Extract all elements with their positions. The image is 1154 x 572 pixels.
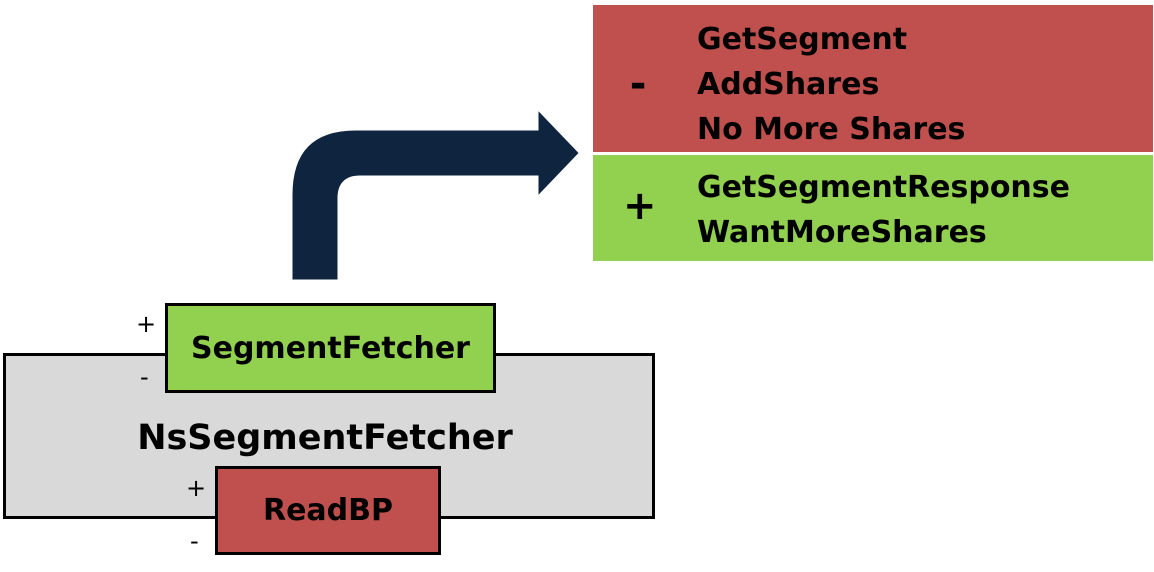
readbp-port[interactable]: ReadBP (215, 466, 441, 555)
bottom-port-minus-sign: - (190, 527, 199, 555)
readbp-label: ReadBP (262, 493, 394, 528)
event-no-more-shares: No More Shares (697, 112, 966, 147)
negative-events-list: GetSegment AddShares No More Shares (697, 17, 965, 152)
negative-events-panel: - GetSegment AddShares No More Shares (593, 5, 1153, 152)
component-label: NsSegmentFetcher (137, 418, 513, 458)
positive-events-list: GetSegmentResponse WantMoreShares (697, 165, 1070, 255)
segment-fetcher-label: SegmentFetcher (191, 330, 470, 366)
positive-events-panel: + GetSegmentResponse WantMoreShares (593, 155, 1153, 261)
top-port-plus-sign: + (136, 310, 157, 338)
event-get-segment: GetSegment (697, 22, 908, 57)
panel-minus-sign: - (629, 61, 647, 107)
segment-fetcher-port[interactable]: SegmentFetcher (165, 303, 496, 393)
top-port-minus-sign: - (140, 363, 149, 391)
bottom-port-plus-sign: + (186, 474, 207, 502)
panel-plus-sign: + (623, 183, 657, 229)
event-add-shares: AddShares (697, 67, 880, 102)
event-get-segment-response: GetSegmentResponse (697, 170, 1070, 205)
event-want-more-shares: WantMoreShares (697, 215, 987, 250)
